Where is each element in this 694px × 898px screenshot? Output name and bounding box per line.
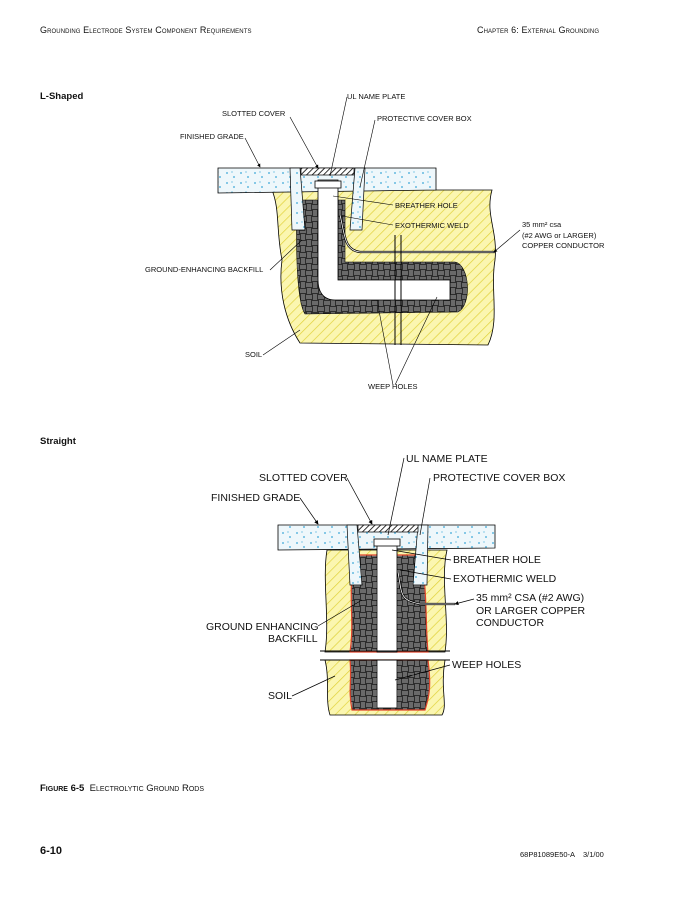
document-id: 68P81089E50-A 3/1/00 [520,850,604,859]
label-exothermic-weld: EXOTHERMIC WELD [453,573,557,585]
label-protective-cover-box: PROTECTIVE COVER BOX [377,114,472,123]
cover-box [289,167,366,231]
label-conductor-1: 35 mm² CSA (#2 AWG) [476,592,585,604]
electrode-pipe [317,179,451,301]
label-soil: SOIL [268,690,292,702]
label-ul-name-plate: UL NAME PLATE [347,92,406,101]
figure-number: Figure 6-5 [40,783,85,794]
label-soil: SOIL [245,350,263,359]
label-weep-holes: WEEP HOLES [368,382,418,391]
running-header-left: Grounding Electrode System Component Req… [40,25,252,35]
l-shaped-diagram [217,96,521,386]
label-conductor-2: OR LARGER COPPER [476,605,586,617]
label-backfill-1: GROUND ENHANCING [206,621,319,633]
label-conductor-3: CONDUCTOR [476,617,545,629]
label-conductor-3: COPPER CONDUCTOR [522,241,605,250]
label-backfill-2: BACKFILL [268,633,318,645]
cover-box [346,524,429,586]
figure-title: Electrolytic Ground Rods [89,783,205,794]
label-slotted-cover: SLOTTED COVER [259,472,348,484]
label-finished-grade: FINISHED GRADE [211,492,301,504]
label-slotted-cover: SLOTTED COVER [222,109,286,118]
slotted-cover [357,524,419,533]
label-exothermic-weld: EXOTHERMIC WELD [395,221,469,230]
label-protective-cover-box: PROTECTIVE COVER BOX [433,472,566,484]
electrode-pipe [376,539,398,653]
running-header-right: Chapter 6: External Grounding [477,25,600,35]
figure1-subtitle: L-Shaped [40,91,84,102]
figure2-subtitle: Straight [40,436,76,447]
label-conductor-2: (#2 AWG or LARGER) [522,231,597,240]
label-weep-holes: WEEP HOLES [452,659,522,671]
label-conductor-1: 35 mm² csa [522,220,562,229]
label-breather-hole: BREATHER HOLE [453,554,541,566]
label-ul-name-plate: UL NAME PLATE [406,453,488,465]
label-finished-grade: FINISHED GRADE [180,132,244,141]
label-breather-hole: BREATHER HOLE [395,201,458,210]
figure-caption: Figure 6-5 Electrolytic Ground Rods [40,783,204,794]
slotted-cover [300,167,355,176]
straight-diagram [277,457,496,716]
page-number: 6-10 [40,845,63,857]
label-backfill: GROUND-ENHANCING BACKFILL [145,265,264,274]
